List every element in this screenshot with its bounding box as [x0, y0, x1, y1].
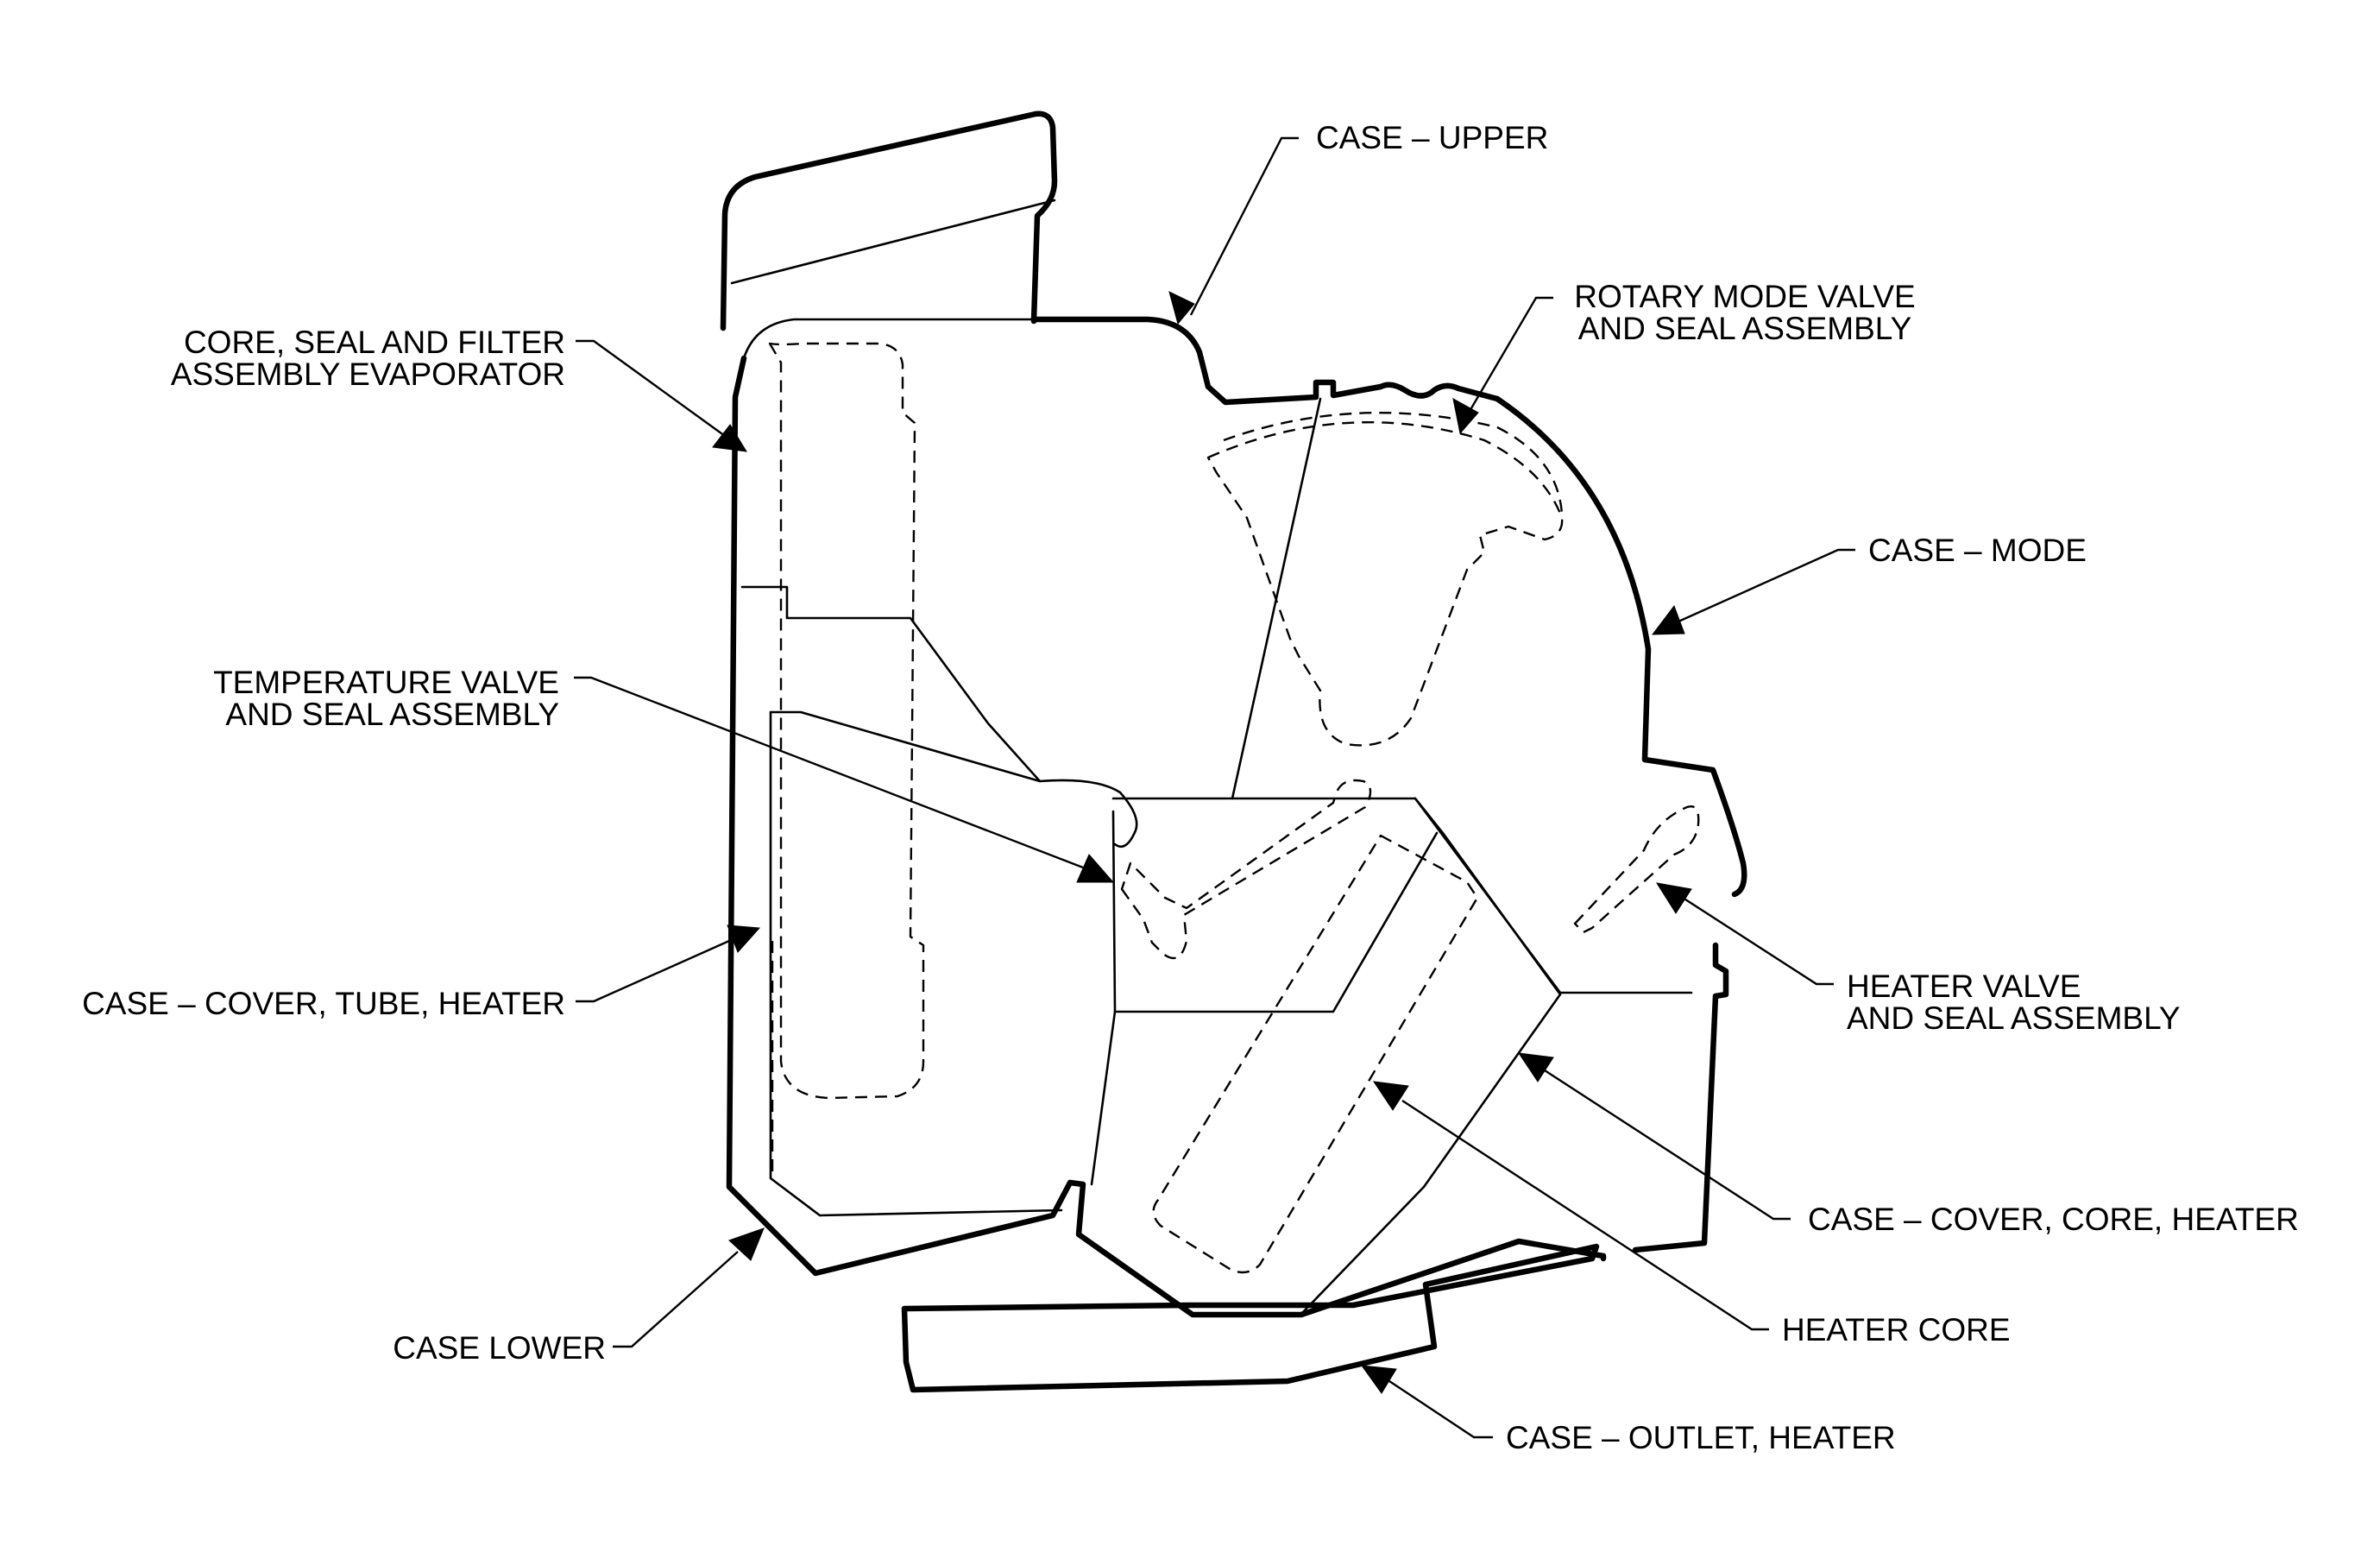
case-lower-outline: [726, 355, 1607, 1318]
upper-inlet-duct: [720, 110, 1058, 331]
label-case-cover-tube-heater: CASE – COVER, TUBE, HEATER: [82, 986, 565, 1021]
heater-core-dashed: [1152, 834, 1479, 1274]
case-lower-leader: [613, 1251, 739, 1348]
case-outlet-heater-outline: [901, 1243, 1600, 1393]
evaporator-core-dashed: [768, 342, 925, 1100]
rotary-mode-valve-inner-dashed: [1223, 411, 1564, 514]
case-mode-leader: [1678, 548, 1855, 623]
rotary-mode-valve-dashed: [1206, 420, 1564, 747]
case-outlet-heater-leader: [1388, 1379, 1493, 1439]
case-cover-tube-heater-lower: [769, 710, 1138, 849]
temperature-valve-dashed: [1120, 779, 1372, 960]
temperature-valve-leader: [574, 676, 1084, 869]
label-rotary-mode-valve-line2: AND SEAL ASSEMBLY: [1578, 311, 1912, 346]
case-cover-core-outline: [1632, 942, 1729, 1253]
case-lower-arrowhead: [728, 1227, 765, 1261]
label-heater-valve-line2: AND SEAL ASSEMBLY: [1847, 1000, 2181, 1036]
core-seal-filter-leader: [576, 339, 726, 437]
case-cover-core-heater-arrowhead: [1517, 1052, 1554, 1082]
label-temperature-valve-line1: TEMPERATURE VALVE: [213, 665, 559, 700]
label-case-cover-core-heater: CASE – COVER, CORE, HEATER: [1808, 1202, 2299, 1237]
temperature-valve-arrowhead: [1076, 854, 1115, 883]
case-cover-core-heater-leader: [1544, 1069, 1791, 1221]
rotary-mode-valve-arrowhead: [1452, 398, 1479, 435]
heater-valve-leader: [1682, 896, 1834, 986]
heater-core-leader: [1401, 1099, 1769, 1331]
label-heater-valve-line1: HEATER VALVE: [1847, 969, 2081, 1004]
hvac-case-parts: [720, 110, 1747, 1393]
core-seal-filter-arrowhead: [712, 424, 747, 452]
label-case-outlet-heater: CASE – OUTLET, HEATER: [1506, 1420, 1896, 1455]
rotary-mode-valve-leader: [1467, 296, 1553, 413]
label-heater-core: HEATER CORE: [1782, 1312, 2011, 1347]
label-case-upper: CASE – UPPER: [1316, 120, 1548, 155]
case-cover-core-frame: [1090, 1010, 1117, 1186]
case-upper-arrowhead: [1168, 291, 1195, 325]
case-mode-outline: [1494, 395, 1747, 898]
case-upper-outline: [1030, 316, 1501, 406]
heater-core-chamber: [1111, 810, 1439, 1013]
case-cover-tube-heater-leader: [576, 939, 730, 1003]
case-cover-tube-heater-side: [769, 710, 1063, 1217]
case-mode-arrowhead: [1651, 604, 1685, 635]
heater-valve-dashed: [1573, 805, 1700, 934]
label-case-mode: CASE – MODE: [1868, 533, 2087, 568]
case-cover-tube-heater-panel: [740, 585, 1042, 783]
label-case-lower: CASE LOWER: [393, 1330, 606, 1366]
label-core-seal-filter-line1: CORE, SEAL AND FILTER: [184, 325, 565, 360]
label-rotary-mode-valve-line1: ROTARY MODE VALVE: [1574, 279, 1915, 314]
callout-leaders: [574, 136, 1855, 1439]
heater-core-frame: [1301, 797, 1562, 1314]
heater-valve-arrowhead: [1655, 882, 1692, 914]
case-cover-tube-heater-arrowhead: [727, 924, 761, 953]
temperature-chamber-outline: [1111, 797, 1693, 994]
inlet-duct-inner-line: [730, 199, 1056, 285]
callout-labels: CASE – UPPER ROTARY MODE VALVE AND SEAL …: [82, 120, 2299, 1455]
case-outlet-heater-arrowhead: [1360, 1365, 1397, 1394]
case-upper-leader: [1189, 136, 1299, 316]
label-core-seal-filter-line2: ASSEMBLY EVAPORATOR: [171, 357, 565, 392]
heater-core-arrowhead: [1372, 1081, 1409, 1111]
evaporator-housing: [742, 318, 1227, 404]
label-temperature-valve-line2: AND SEAL ASSEMBLY: [225, 697, 559, 732]
